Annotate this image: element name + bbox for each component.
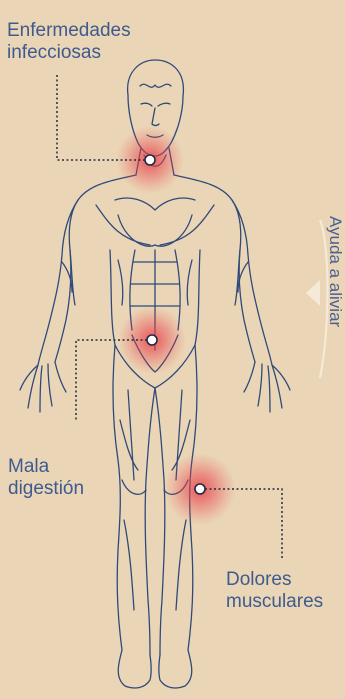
left-hand-outline — [20, 362, 66, 412]
right-hand-outline — [244, 362, 290, 412]
pain-point-marker-icon — [195, 484, 205, 494]
hotspot-knee — [164, 453, 236, 525]
side-caption: Ayuda a aliviar — [325, 216, 345, 327]
label-infectious-diseases: Enfermedades infecciosas — [7, 20, 131, 64]
left-foot-outline — [118, 650, 151, 688]
right-foot-outline — [159, 650, 192, 688]
pain-point-marker-icon — [145, 155, 155, 165]
label-muscle-pain: Dolores musculares — [226, 569, 323, 613]
pain-point-marker-icon — [147, 335, 157, 345]
label-poor-digestion: Mala digestión — [8, 456, 84, 500]
